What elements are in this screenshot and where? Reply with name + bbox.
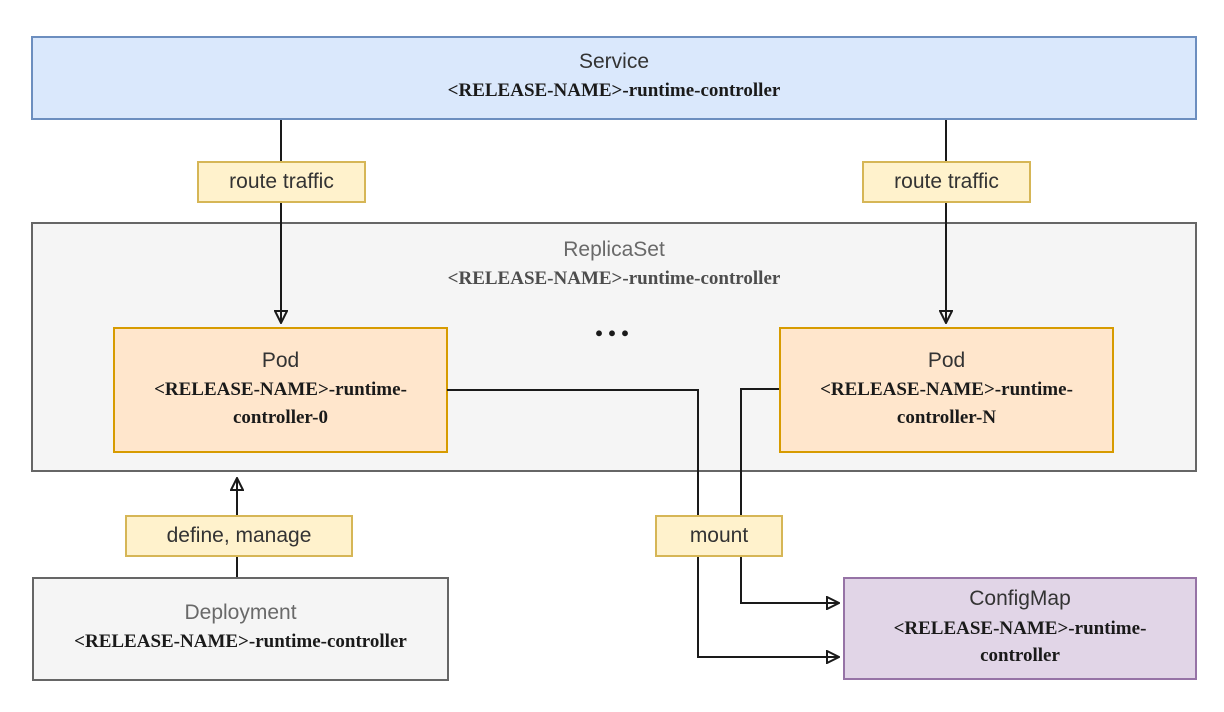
pod-0-subtitle-line2: controller-0 <box>233 406 328 428</box>
configmap-subtitle-line2: controller <box>980 645 1060 667</box>
service-title: Service <box>578 50 650 74</box>
edge-label-define-manage: define, manage <box>125 515 353 557</box>
configmap-title: ConfigMap <box>969 587 1071 611</box>
configmap-subtitle-line1: <RELEASE-NAME>-runtime- <box>893 617 1147 639</box>
service-subtitle: <RELEASE-NAME>-runtime-controller <box>447 80 781 102</box>
pod-n-subtitle-line2: controller-N <box>896 406 997 428</box>
pod-n-title: Pod <box>927 348 966 372</box>
deployment-node: Deployment <RELEASE-NAME>-runtime-contro… <box>32 577 449 681</box>
pod-0-node: Pod <RELEASE-NAME>-runtime- controller-0 <box>113 327 448 453</box>
pod-0-subtitle: <RELEASE-NAME>-runtime- controller-0 <box>154 376 407 431</box>
configmap-subtitle: <RELEASE-NAME>-runtime- controller <box>894 615 1147 670</box>
edge-label-route-traffic-right: route traffic <box>862 161 1031 203</box>
replicaset-title: ReplicaSet <box>563 238 665 261</box>
pod-n-subtitle: <RELEASE-NAME>-runtime- controller-N <box>820 376 1073 431</box>
service-node: Service <RELEASE-NAME>-runtime-controlle… <box>31 36 1197 120</box>
configmap-node: ConfigMap <RELEASE-NAME>-runtime- contro… <box>843 577 1197 680</box>
deployment-title: Deployment <box>184 601 297 625</box>
pod-n-subtitle-line1: <RELEASE-NAME>-runtime- <box>820 379 1073 401</box>
more-pods-ellipsis: ... <box>594 304 634 344</box>
pod-0-title: Pod <box>261 348 300 372</box>
pod-n-node: Pod <RELEASE-NAME>-runtime- controller-N <box>779 327 1114 453</box>
pod-0-subtitle-line1: <RELEASE-NAME>-runtime- <box>154 379 407 401</box>
edge-label-route-traffic-left: route traffic <box>197 161 366 203</box>
edge-label-mount: mount <box>655 515 783 557</box>
replicaset-subtitle: <RELEASE-NAME>-runtime-controller <box>447 268 781 290</box>
deployment-subtitle: <RELEASE-NAME>-runtime-controller <box>74 631 407 653</box>
